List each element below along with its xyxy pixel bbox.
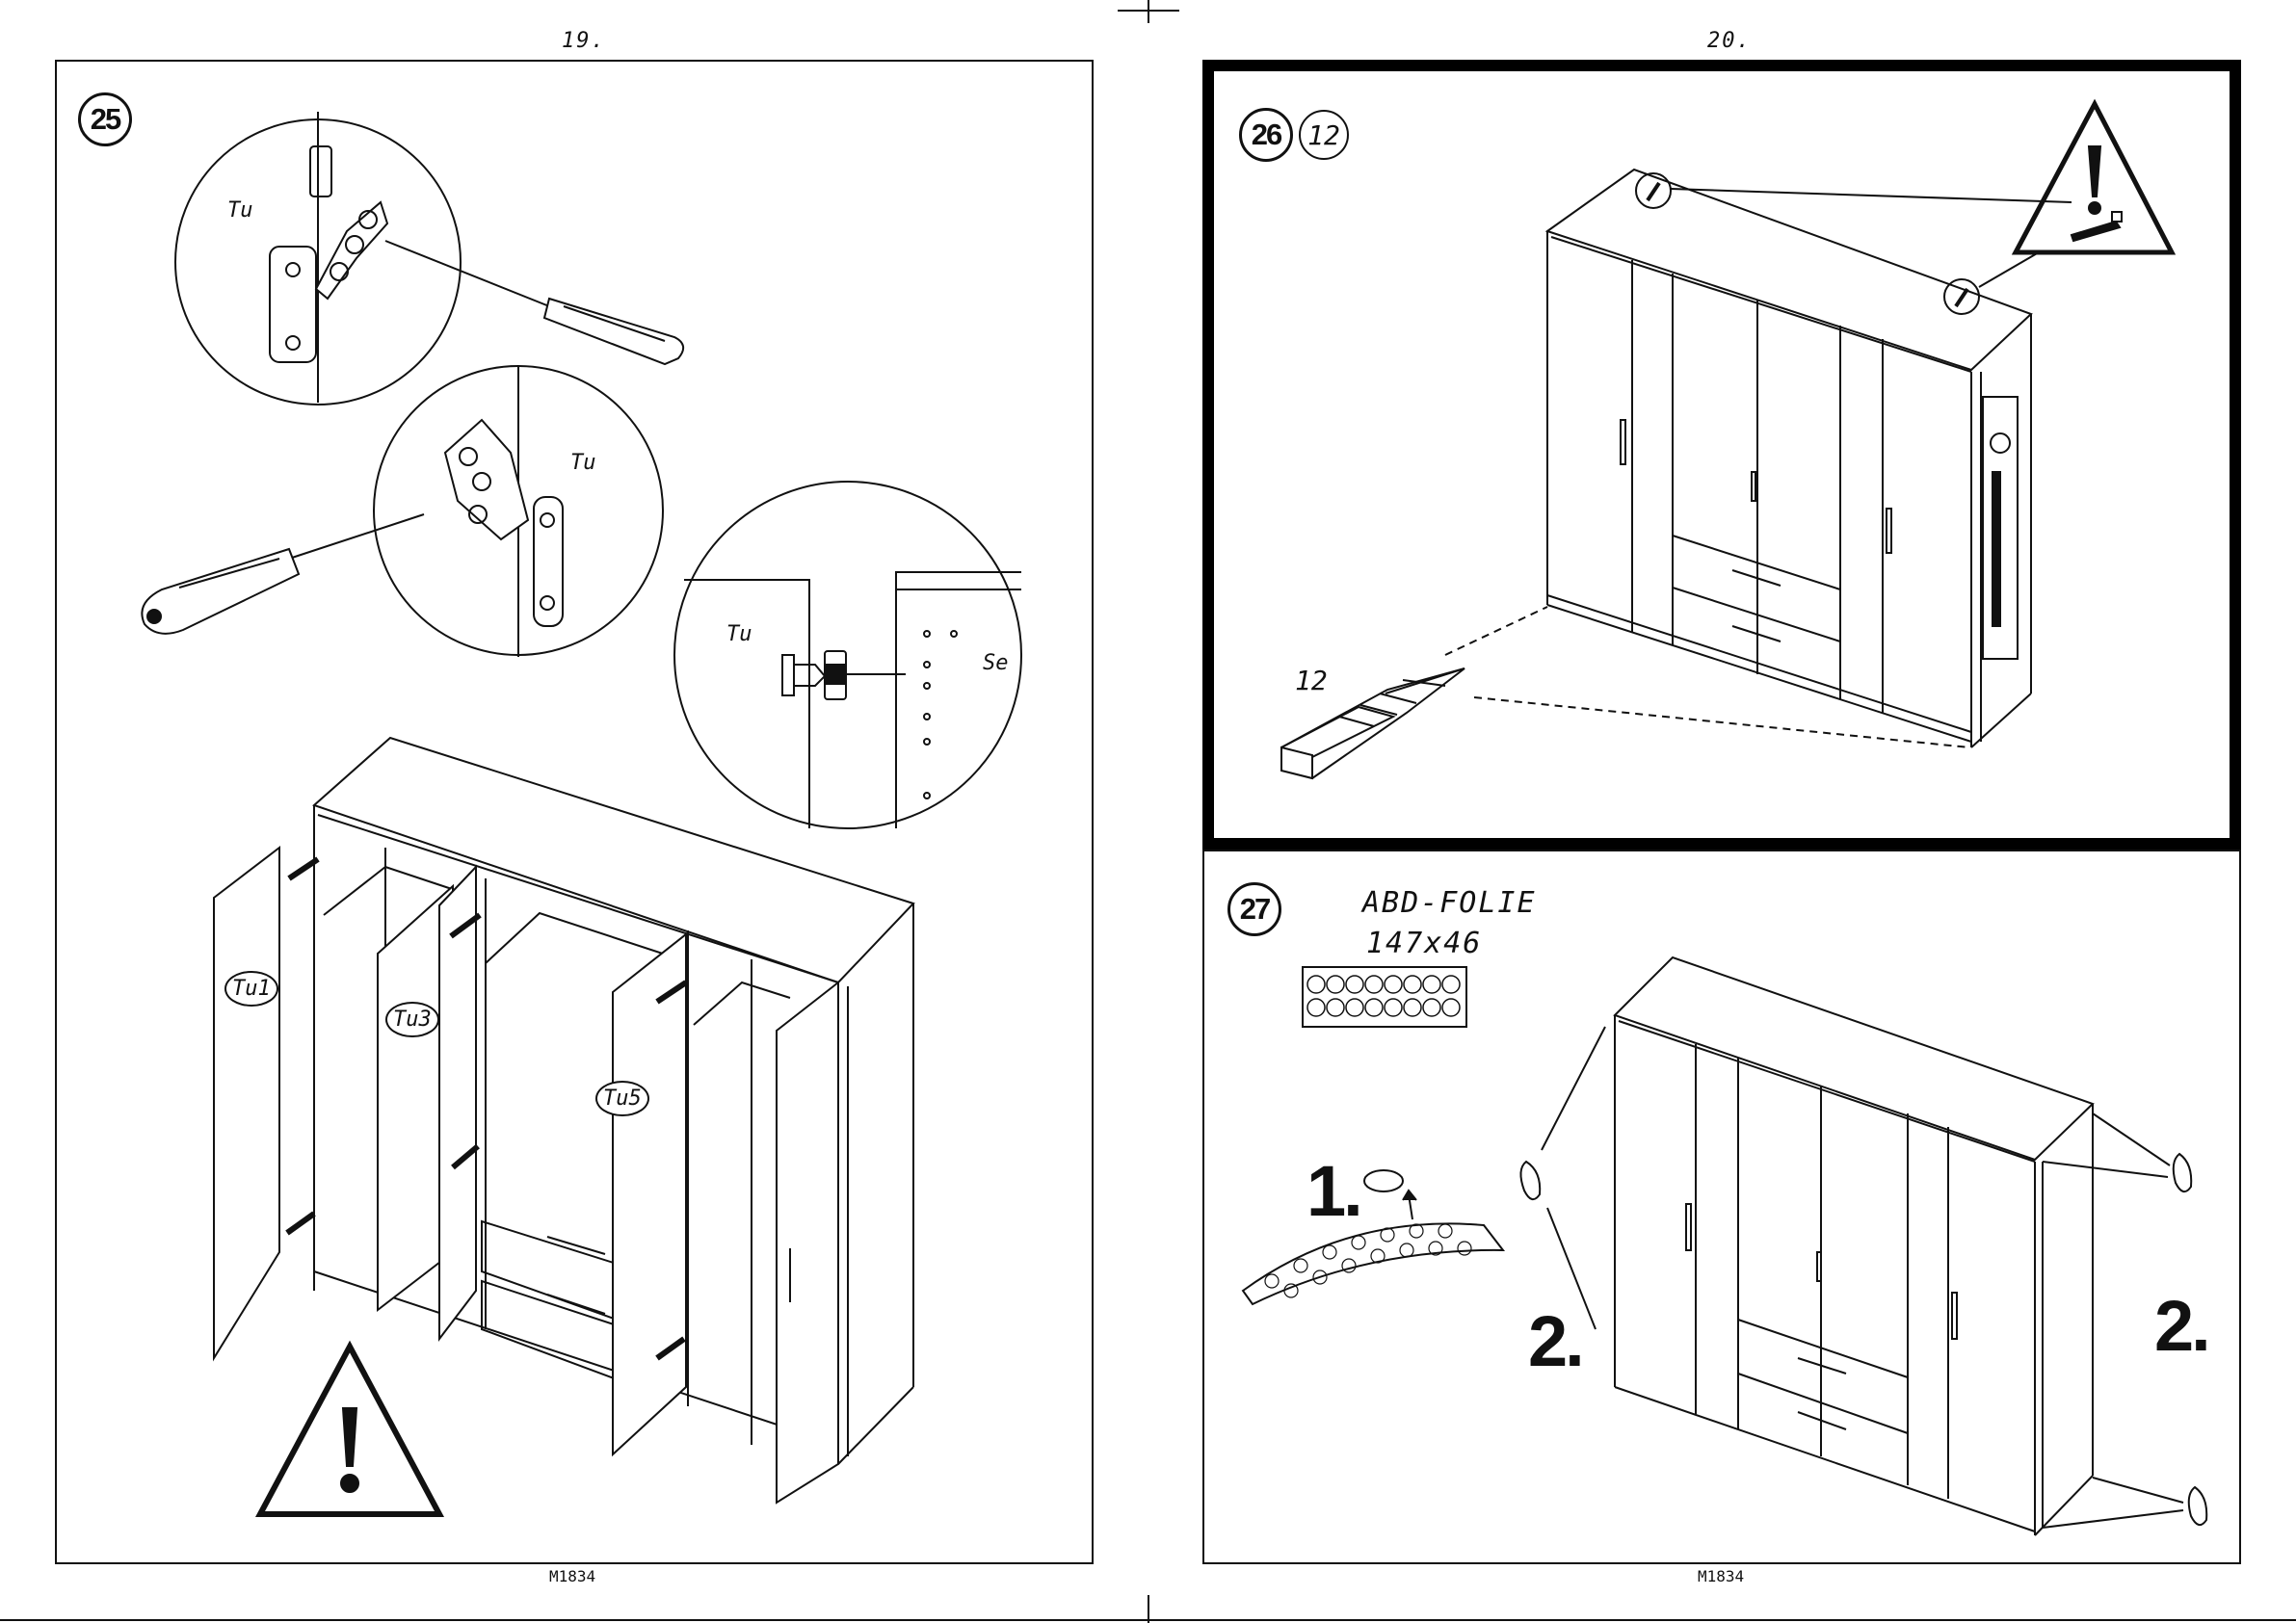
instruction-2-right-label: 2. <box>2154 1285 2208 1367</box>
felt-pads-placement <box>1520 1027 2206 1528</box>
instruction-1-label: 1. <box>1306 1150 1360 1232</box>
footer-code-right: M1834 <box>1698 1567 1744 1585</box>
label-qty-12: 12 <box>1295 665 1328 696</box>
part-size-label: 147x46 <box>1366 927 1482 960</box>
sticker-sheet-peeling <box>1243 1170 1503 1304</box>
wardrobe-closed-27 <box>1615 957 2093 1535</box>
sticker-sheet <box>1303 967 1466 1027</box>
instruction-2-left-label: 2. <box>1528 1300 1582 1382</box>
part-name-label: ABD-FOLIE <box>1362 886 1537 920</box>
wardrobe-closed-26 <box>1547 170 2072 747</box>
warning-triangle-right <box>2016 104 2172 252</box>
felt-pads-pile <box>1281 607 1969 778</box>
